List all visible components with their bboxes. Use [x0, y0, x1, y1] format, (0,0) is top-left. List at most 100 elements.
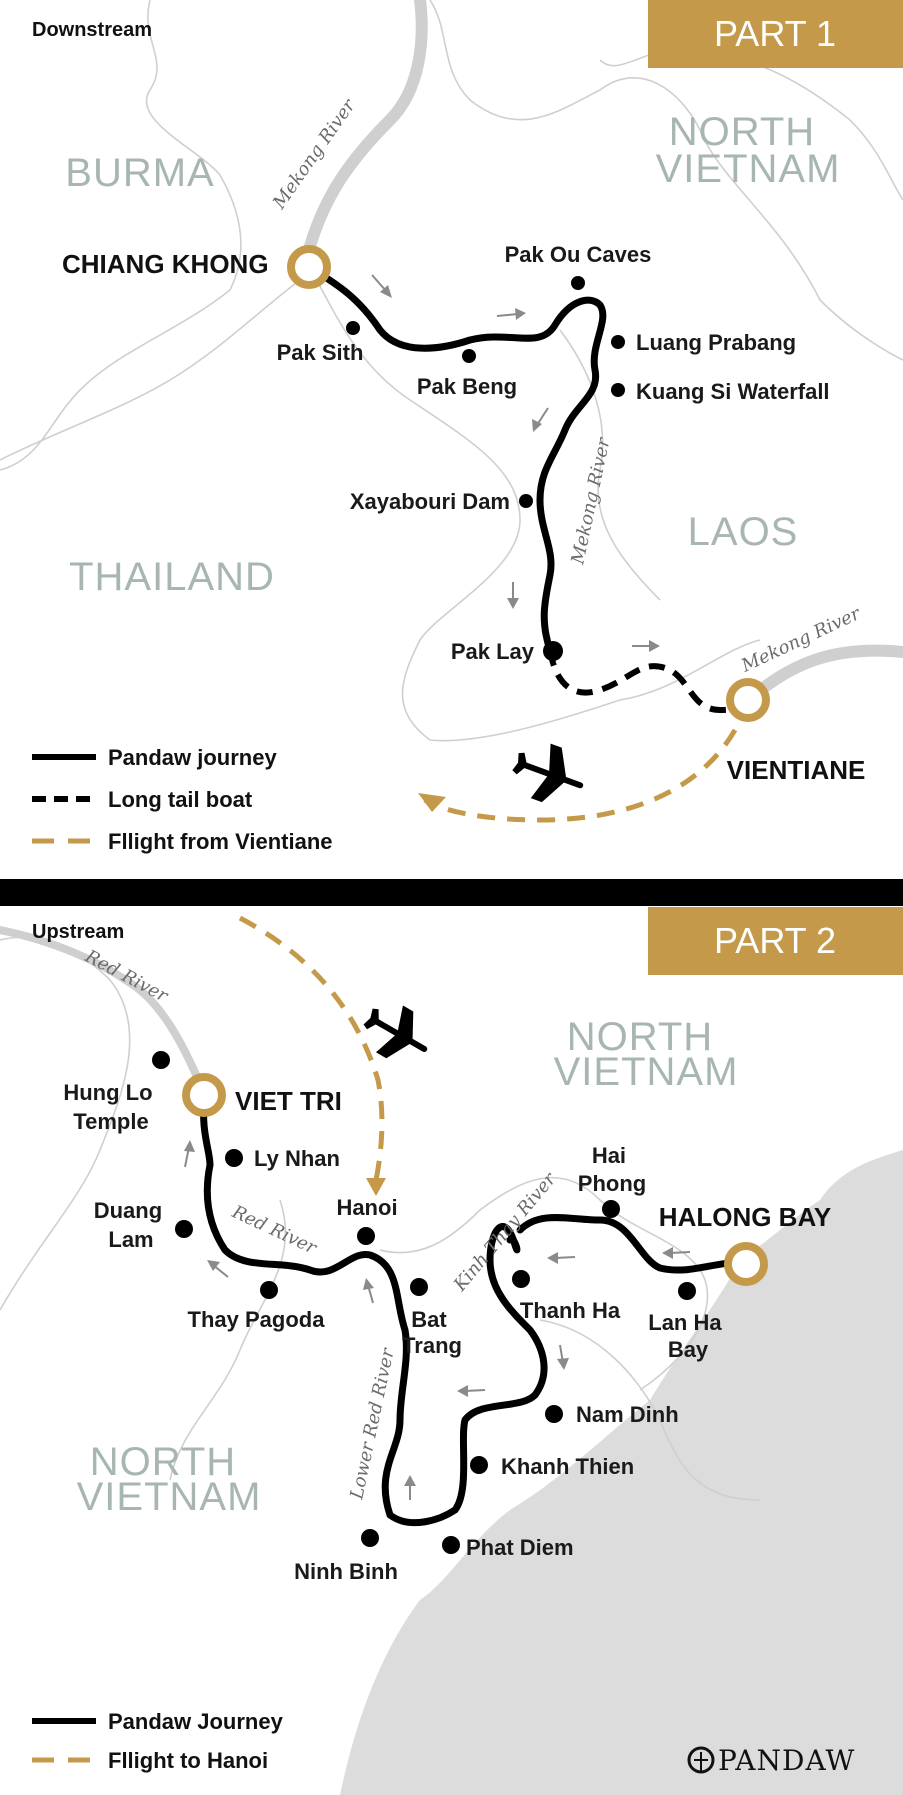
river-label-red: Red River: [81, 945, 173, 1007]
port-chiang-khong-icon: [287, 245, 331, 289]
direction-arrows: [371, 274, 660, 652]
country-line: VIETNAM: [554, 1050, 739, 1094]
marker-nam-dinh: [545, 1405, 563, 1423]
country-line: VIETNAM: [77, 1475, 262, 1519]
port-viet-tri-icon: [182, 1073, 226, 1117]
place-line: Hai: [592, 1143, 626, 1168]
country-line: NORTH: [90, 1440, 236, 1484]
place-vientiane: VIENTIANE: [727, 755, 866, 785]
place-lan-ha-bay: Lan Ha Bay: [648, 1310, 727, 1362]
place-viet-tri: VIET TRI: [235, 1086, 342, 1116]
place-chiang-khong: CHIANG KHONG: [62, 249, 269, 279]
legend-part-1: Pandaw journey Long tail boat Fllight fr…: [32, 745, 333, 854]
place-bat-trang: Bat Trang: [402, 1307, 462, 1358]
place-line: Duang: [94, 1198, 162, 1223]
marker-pak-ou-caves: [571, 276, 585, 290]
place-thanh-ha: Thanh Ha: [520, 1298, 621, 1323]
marker-hanoi: [357, 1227, 375, 1245]
border-line: [429, 0, 903, 361]
legend-label: Fllight to Hanoi: [108, 1748, 268, 1773]
marker-pak-lay: [543, 641, 563, 661]
place-line: Lam: [108, 1227, 153, 1252]
direction-upstream: Upstream: [32, 921, 124, 943]
place-line: Hung Lo: [63, 1080, 152, 1105]
place-khanh-thien: Khanh Thien: [501, 1454, 634, 1479]
port-halong-bay-icon: [724, 1242, 768, 1286]
place-halong-bay: HALONG BAY: [659, 1202, 831, 1232]
place-ninh-binh: Ninh Binh: [294, 1559, 398, 1584]
border-line: [539, 1319, 761, 1501]
flight-arrowhead: [418, 793, 446, 812]
airplane-icon: [512, 743, 584, 803]
place-line: Trang: [402, 1333, 462, 1358]
marker-duang-lam: [175, 1220, 193, 1238]
border-line: [299, 249, 761, 742]
country-thailand: THAILAND: [69, 555, 275, 599]
pandaw-journey-route: [200, 1091, 752, 1527]
country-north-vietnam: NORTH VIETNAM: [554, 1015, 739, 1094]
place-line: Lan Ha: [648, 1310, 722, 1335]
border-line: [0, 279, 301, 461]
part-1-panel: PART 1 Downstream BURMA NORTH VIETNAM TH…: [0, 0, 903, 854]
river-label-mekong: Mekong River: [268, 95, 360, 214]
river-label-mekong: Mekong River: [567, 435, 615, 567]
place-line: Phong: [578, 1171, 646, 1196]
border-line: [379, 1176, 709, 1391]
place-pak-lay: Pak Lay: [451, 639, 535, 664]
place-luang-prabang: Luang Prabang: [636, 330, 796, 355]
pandaw-logo-mark: [694, 1752, 708, 1772]
airplane-icon: [363, 1005, 428, 1059]
country-line: NORTH: [669, 110, 815, 154]
legend-label: Pandaw journey: [108, 745, 277, 770]
place-hanoi: Hanoi: [336, 1195, 397, 1220]
marker-ninh-binh: [361, 1529, 379, 1547]
legend-label: Long tail boat: [108, 787, 253, 812]
flight-arrowhead: [366, 1178, 386, 1196]
border-line: [169, 1199, 287, 1481]
country-line: NORTH: [567, 1015, 713, 1059]
border-line: [559, 329, 661, 601]
place-kuang-si: Kuang Si Waterfall: [636, 379, 830, 404]
place-phat-diem: Phat Diem: [466, 1535, 574, 1560]
border-line: [599, 47, 903, 201]
direction-arrows: [184, 1140, 691, 1500]
place-thay-pagoda: Thay Pagoda: [188, 1307, 326, 1332]
country-burma: BURMA: [65, 151, 214, 195]
part-1-banner: [648, 0, 903, 68]
border-line: [0, 0, 242, 471]
marker-kuang-si: [611, 383, 625, 397]
river-label-red: Red River: [228, 1201, 321, 1259]
marker-hai-phong: [602, 1200, 620, 1218]
marker-ly-nhan: [225, 1149, 243, 1167]
place-pak-ou-caves: Pak Ou Caves: [505, 242, 652, 267]
place-ly-nhan: Ly Nhan: [254, 1146, 340, 1171]
place-pak-sith: Pak Sith: [277, 340, 364, 365]
pandaw-logo: PANDAW: [687, 1744, 855, 1777]
brand-name: PANDAW: [718, 1744, 855, 1777]
flight-route: [423, 728, 738, 823]
place-line: Bat: [411, 1307, 447, 1332]
flight-route: [238, 915, 385, 1181]
part-2-label: PART 2: [714, 920, 836, 961]
sea-area: [340, 1150, 903, 1795]
country-line: VIETNAM: [656, 147, 841, 191]
marker-thay-pagoda: [260, 1281, 278, 1299]
part-2-banner: [648, 907, 903, 975]
red-river-upper: [0, 926, 209, 1099]
legend-label: Pandaw Journey: [108, 1709, 284, 1734]
country-laos: LAOS: [688, 510, 799, 554]
port-vientiane-icon: [726, 678, 770, 722]
marker-xayabouri: [519, 494, 533, 508]
marker-lan-ha-bay: [678, 1282, 696, 1300]
marker-bat-trang: [410, 1278, 428, 1296]
marker-pak-beng: [462, 349, 476, 363]
mekong-river-upper: [299, 0, 428, 271]
marker-pak-sith: [346, 321, 360, 335]
marker-hung-lo: [152, 1051, 170, 1069]
marker-phat-diem: [442, 1536, 460, 1554]
place-line: Temple: [73, 1109, 148, 1134]
legend-label: Fllight from Vientiane: [108, 829, 333, 854]
pandaw-journey-route: [301, 261, 607, 654]
part-2-panel: PART 2 Upstream NORTH VIETNAM NORTH VIET…: [0, 907, 903, 1795]
